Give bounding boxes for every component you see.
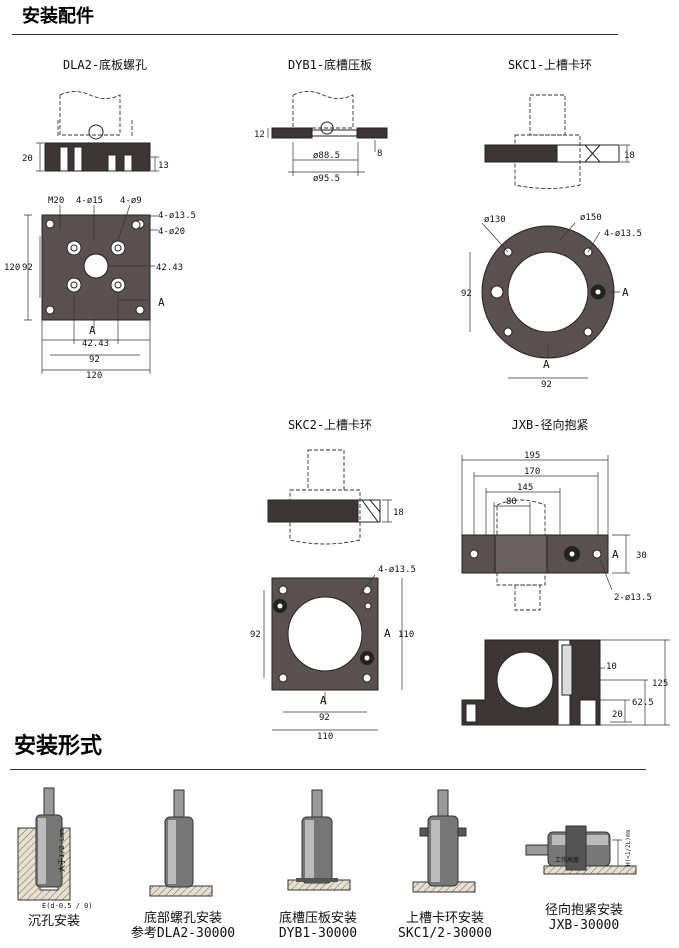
dla2-dim-42-43-v: 42.43 (156, 263, 183, 273)
jxb-label-a: A (612, 548, 619, 561)
install-caption-bottom-clamp: 底槽压板安装 DYB1-30000 (258, 911, 378, 941)
install-illustration-top-ring (412, 789, 476, 893)
install-caption-line1: 径向抱紧安装 (544, 903, 623, 918)
part-title-skc1: SKC1-上槽卡环 (507, 58, 593, 72)
skc1-dim-18: 18 (624, 151, 635, 161)
skc2-dim-92-h: 92 (319, 713, 330, 723)
skc1-side-view: 18 (484, 94, 635, 189)
install-caption-top-ring: 上槽卡环安装 SKC1/2-30000 (385, 911, 505, 941)
jxb-dim-195: 195 (524, 451, 540, 461)
dyb1-dim-88-5: ø88.5 (313, 151, 340, 161)
jxb-dim-170: 170 (524, 467, 540, 477)
skc2-label-a-bottom: A (320, 694, 327, 707)
dla2-dim-13: 13 (158, 161, 169, 171)
skc1-dim-150: ø150 (580, 213, 602, 223)
dla2-side-view: 20 13 (22, 91, 169, 172)
skc2-side-view: 18 (267, 449, 404, 545)
skc1-dim-92-v: 92 (461, 289, 472, 299)
install-caption-line2: 参考DLA2-30000 (130, 926, 236, 941)
jxb-dim-145: 145 (517, 483, 533, 493)
skc1-label-a-right: A (622, 286, 629, 299)
dla2-dim-4-13-5: 4-ø13.5 (158, 211, 196, 221)
skc2-label-a-right: A (384, 627, 391, 640)
skc1-dim-4-13-5: 4-ø13.5 (604, 229, 642, 239)
part-title-dyb1: DYB1-底槽压板 (287, 58, 373, 72)
dla2-dim-120-v: 120 (4, 263, 20, 273)
skc2-dim-4-13-5: 4-ø13.5 (378, 565, 416, 575)
install-illustration-bottom-clamp (287, 789, 351, 891)
install-section-title: 安装形式 (14, 734, 103, 759)
jxb-top-view: 195 170 145 80 A 30 2-ø13.5 (461, 451, 652, 611)
install-caption-countersink: 沉孔安装 (14, 914, 94, 929)
install-illustration-bottom-thread (149, 789, 213, 897)
dla2-dim-20: 20 (22, 154, 33, 164)
skc2-dim-110-h: 110 (317, 732, 333, 742)
install-illustration-countersink: 大于1/2 Lmm E(d-0.5 / 0) (17, 787, 93, 910)
jxb-dim-80: 80 (506, 497, 517, 507)
jxb-dim-20: 20 (612, 710, 623, 720)
dyb1-dim-8: 8 (377, 149, 382, 159)
install-caption-line1: 沉孔安装 (27, 914, 80, 929)
install-caption-line1: 底槽压板安装 (278, 911, 357, 926)
jxb-dim-10: 10 (606, 662, 617, 672)
jxb-dim-125: 125 (652, 679, 668, 689)
install-title-rule (10, 769, 646, 770)
jxb-dim-2-13-5: 2-ø13.5 (614, 593, 652, 603)
dyb1-dim-12: 12 (254, 130, 265, 140)
jxb-dim-62-5: 62.5 (632, 698, 654, 708)
install-caption-line1: 底部螺孔安装 (143, 911, 222, 926)
skc2-dim-92-v: 92 (250, 630, 261, 640)
jxb-front-view: 10 125 62.5 20 (461, 639, 670, 726)
dla2-dim-42-43-h: 42.43 (82, 339, 109, 349)
dla2-dim-4-9: 4-ø9 (120, 196, 142, 206)
install-annotation-e: E(d-0.5 / 0) (42, 902, 93, 910)
dla2-plan-view: M20 4-ø15 4-ø9 4-ø13.5 4-ø20 120 92 42.4… (4, 196, 196, 381)
dla2-label-a-right: A (158, 296, 165, 309)
accessories-section-title: 安装配件 (22, 6, 94, 27)
skc1-dim-92-h: 92 (541, 380, 552, 390)
accessories-title-rule (12, 34, 618, 35)
skc2-dim-110-v: 110 (398, 630, 414, 640)
install-annotation-working-height: 工作高度 (555, 856, 579, 864)
skc1-plan-view: ø130 ø150 4-ø13.5 92 A A 92 (461, 213, 642, 390)
jxb-dim-30: 30 (636, 551, 647, 561)
part-title-dla2: DLA2-底板螺孔 (62, 58, 148, 72)
install-caption-line2: JXB-30000 (548, 918, 620, 933)
install-caption-line2: SKC1/2-30000 (398, 926, 492, 941)
dla2-dim-4-15: 4-ø15 (76, 196, 103, 206)
skc1-label-a-bottom: A (543, 358, 550, 371)
install-caption-bottom-thread: 底部螺孔安装 参考DLA2-30000 (118, 911, 248, 941)
skc2-plan-view: 4-ø13.5 92 A 110 A 92 110 (250, 565, 416, 742)
install-illustration-radial-clamp: 工作高度 H(<1/2L)mm (525, 825, 637, 875)
install-caption-line1: 上槽卡环安装 (405, 911, 484, 926)
dyb1-dim-95-5: ø95.5 (313, 174, 340, 184)
part-title-jxb: JXB-径向抱紧 (511, 418, 589, 432)
dla2-dim-92-h: 92 (89, 355, 100, 365)
dla2-dim-m20: M20 (48, 196, 64, 206)
skc2-dim-18: 18 (393, 508, 404, 518)
dla2-label-a-bottom: A (89, 324, 96, 337)
install-caption-line2: DYB1-30000 (278, 926, 358, 941)
dla2-dim-4-20: 4-ø20 (158, 227, 185, 237)
skc1-dim-130: ø130 (484, 215, 506, 225)
install-annotation-h: H(<1/2L)mm (625, 829, 632, 866)
dla2-dim-120-h: 120 (86, 371, 102, 381)
install-annotation-depth: 大于1/2 Lmm (57, 828, 66, 872)
dyb1-view: 12 8 ø88.5 ø95.5 (254, 91, 388, 184)
dla2-dim-92-v: 92 (22, 263, 33, 273)
part-title-skc2: SKC2-上槽卡环 (287, 418, 373, 432)
install-caption-radial-clamp: 径向抱紧安装 JXB-30000 (524, 903, 644, 933)
